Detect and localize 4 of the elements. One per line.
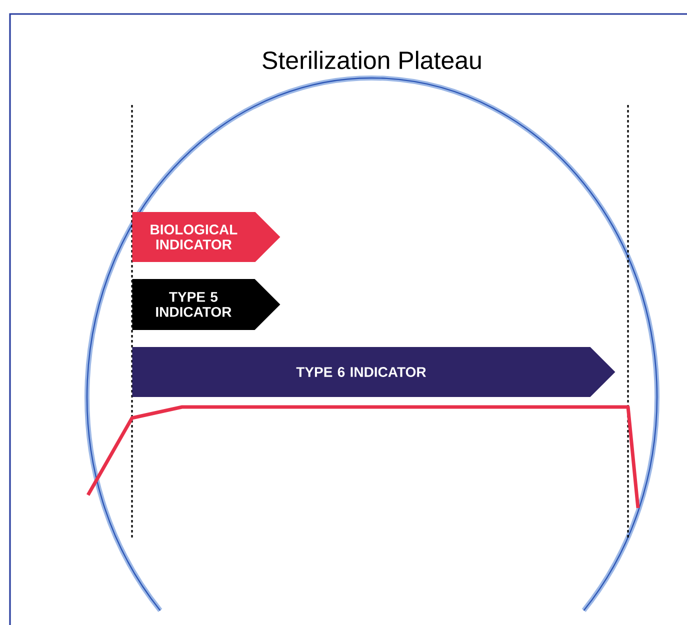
title: Sterilization Plateau	[262, 50, 481, 70]
indicator-banner: BIOLOGICAL INDICATOR	[132, 212, 280, 262]
indicator-banner: TYPE 5 INDICATOR	[132, 279, 280, 330]
indicator-banner: TYPE 6 INDICATOR	[132, 347, 616, 397]
